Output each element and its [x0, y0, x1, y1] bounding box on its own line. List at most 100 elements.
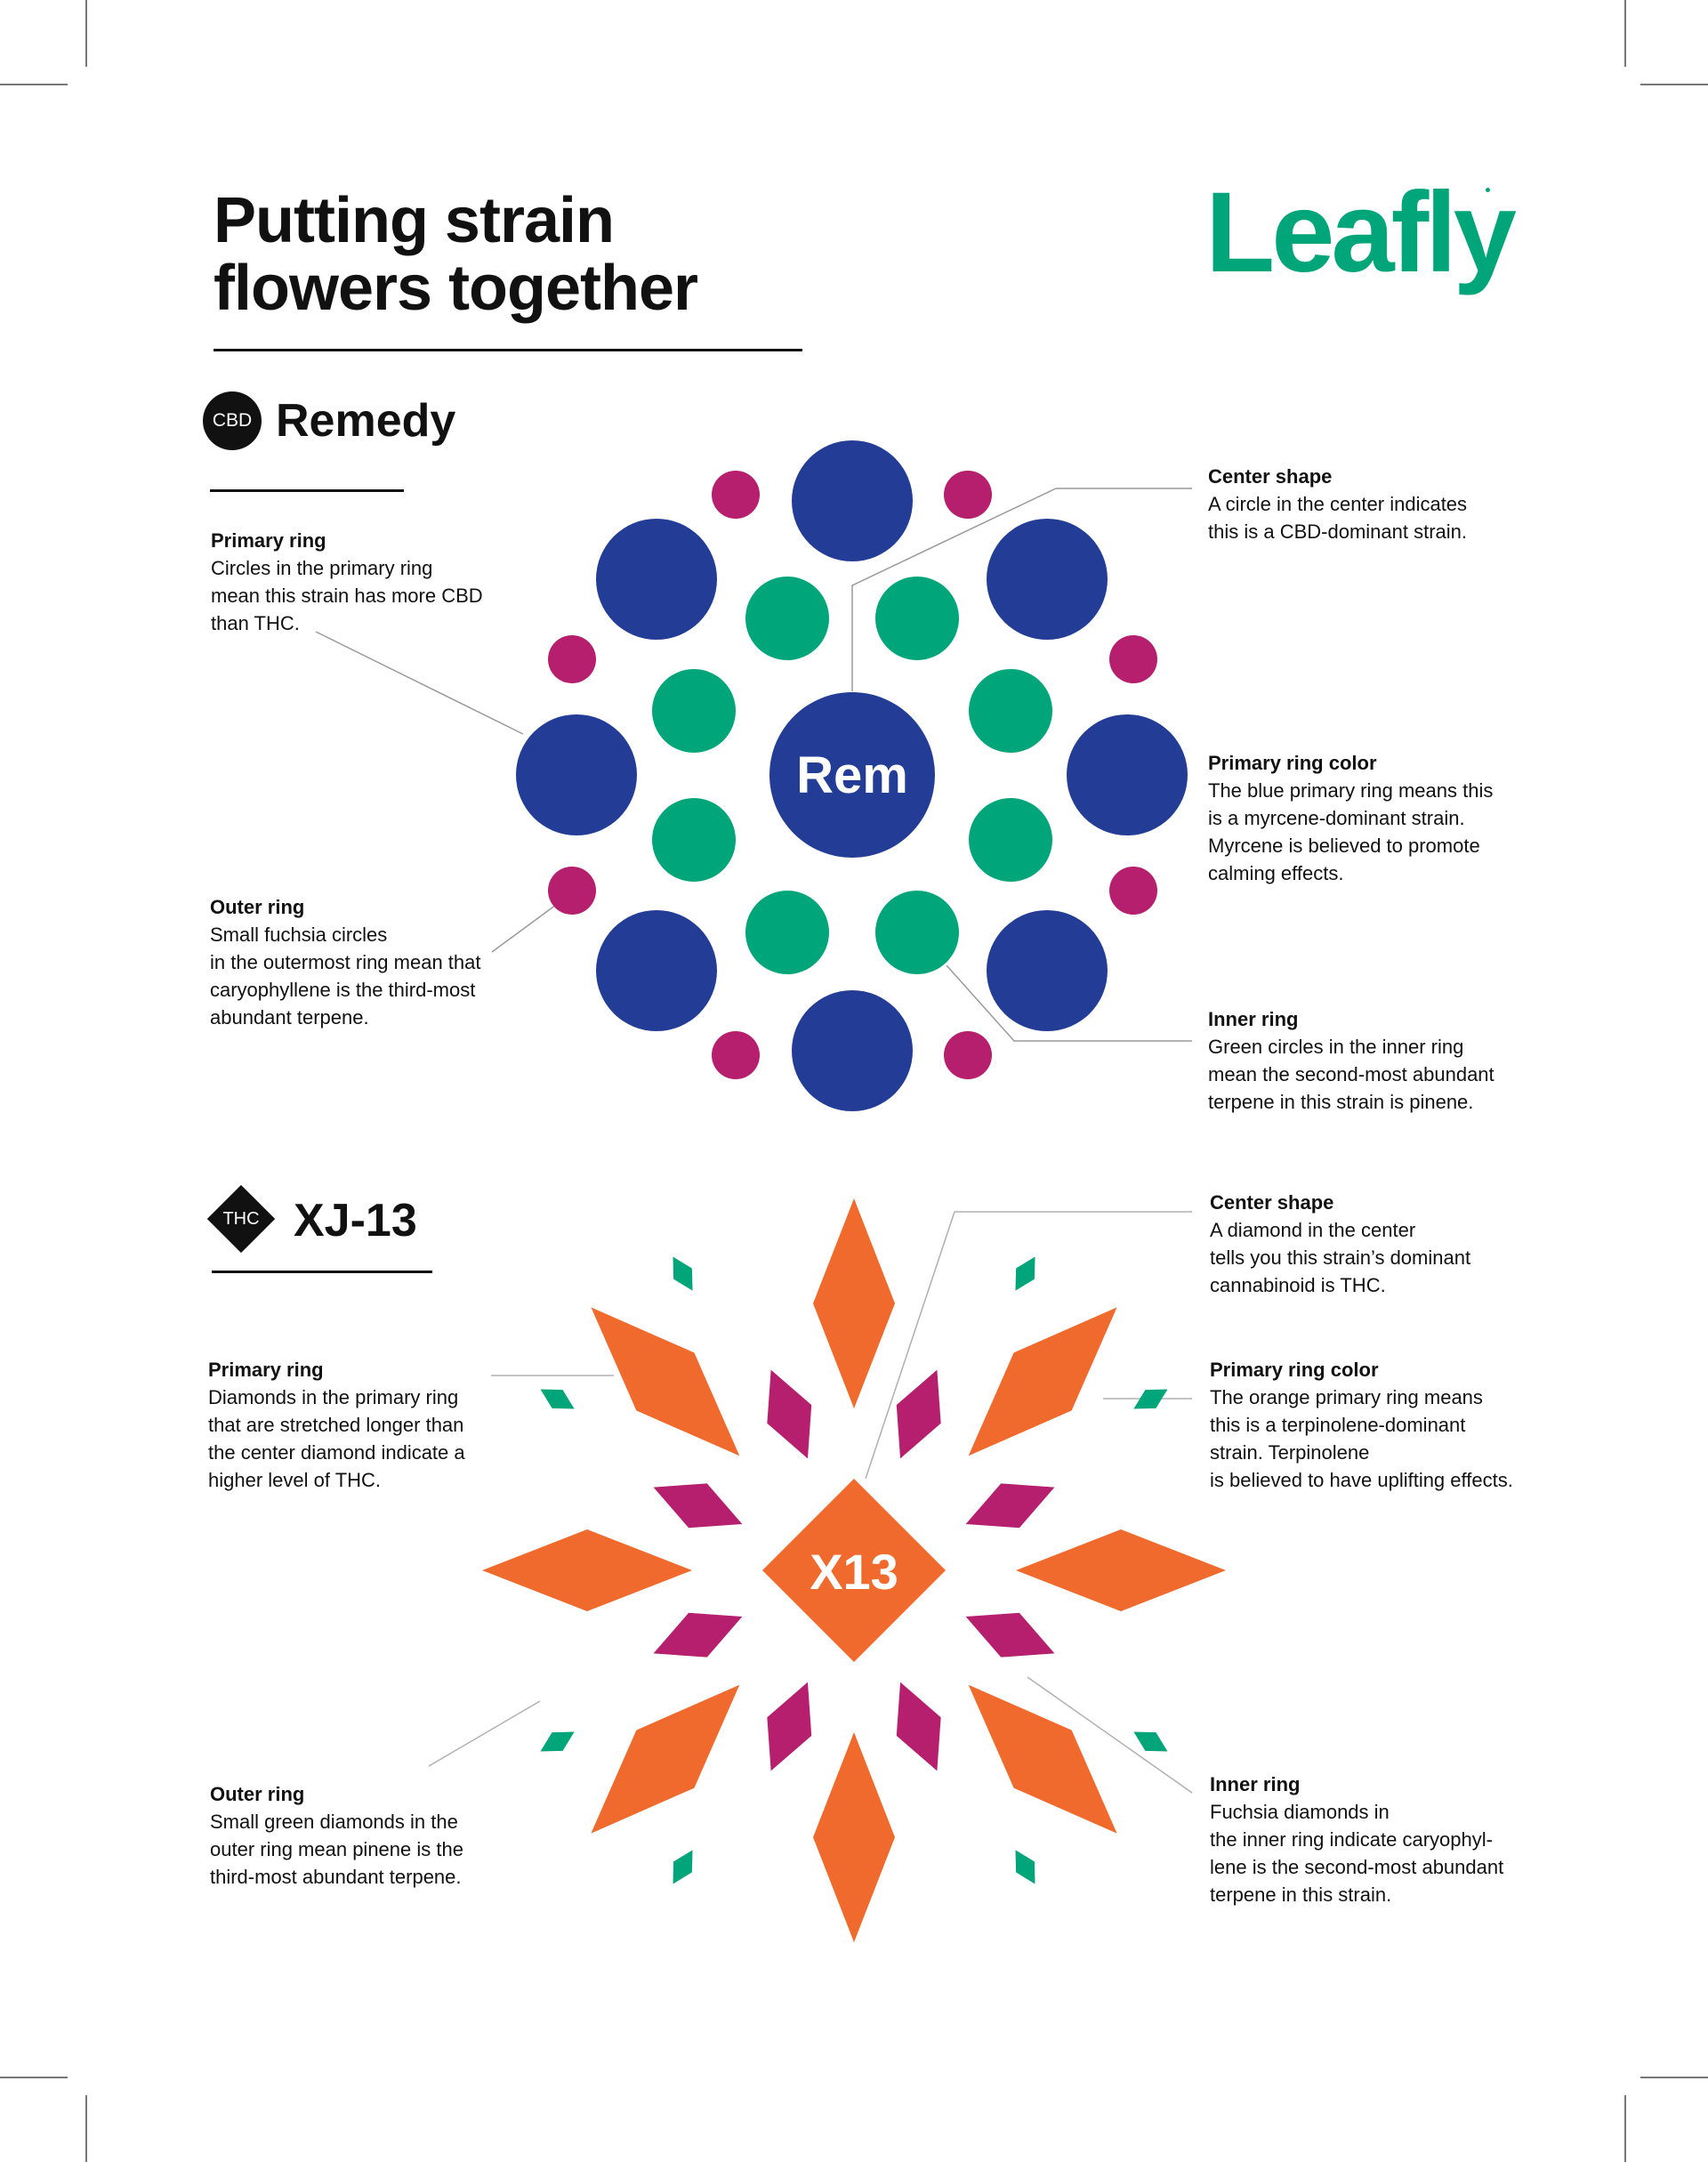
outer-green-diamond: [673, 1256, 693, 1291]
inner-fuchsia-diamond: [767, 1369, 812, 1459]
inner-fuchsia-diamond: [965, 1483, 1055, 1529]
annotation-body: A diamond in the center tells you this s…: [1210, 1219, 1471, 1296]
outer-green-diamond: [1133, 1389, 1168, 1409]
primary-orange-diamond: [482, 1529, 692, 1611]
remedy-flower: Rem: [516, 440, 1188, 1111]
primary-blue-circle: [792, 440, 913, 561]
remedy-inner-ring: [652, 577, 1052, 974]
inner-green-circle: [875, 891, 959, 974]
remedy-outer-ring: [548, 471, 1157, 1079]
cbd-badge: CBD: [203, 391, 262, 450]
xj13-outer-ring: [540, 1256, 1168, 1884]
annotation-title: Primary ring color: [1208, 752, 1377, 774]
primary-orange-diamond: [968, 1684, 1117, 1834]
annotation-body: Circles in the primary ring mean this st…: [211, 557, 483, 634]
remedy-annotation-center-shape: Center shape A circle in the center indi…: [1208, 463, 1564, 545]
crop-mark: [85, 2095, 87, 2162]
outer-green-diamond: [1015, 1256, 1035, 1291]
xj13-annotation-center-shape: Center shape A diamond in the center tel…: [1210, 1189, 1566, 1299]
inner-green-circle: [969, 798, 1052, 882]
annotation-body: The orange primary ring means this is a …: [1210, 1386, 1513, 1491]
logo-registered-mark: [1486, 188, 1490, 192]
primary-orange-diamond: [1016, 1529, 1226, 1611]
leader-line: [851, 488, 1192, 691]
xj13-annotation-outer-ring: Outer ring Small green diamonds in the o…: [210, 1780, 530, 1891]
page-title-line2: flowers together: [214, 253, 698, 324]
inner-green-circle: [652, 798, 736, 882]
crop-mark: [1640, 84, 1708, 85]
title-divider: [214, 349, 802, 351]
annotation-title: Inner ring: [1208, 1008, 1299, 1030]
outer-green-diamond: [1015, 1850, 1035, 1884]
outer-fuchsia-circle: [1109, 635, 1157, 683]
crop-mark: [1624, 2095, 1626, 2162]
inner-green-circle: [745, 891, 829, 974]
primary-blue-circle: [596, 519, 717, 640]
leader-line: [946, 964, 1192, 1042]
annotation-title: Center shape: [1208, 465, 1333, 488]
primary-orange-diamond: [813, 1198, 895, 1408]
inner-fuchsia-diamond: [965, 1612, 1055, 1658]
remedy-divider: [210, 489, 404, 492]
remedy-primary-ring: [516, 440, 1188, 1111]
annotation-title: Inner ring: [1210, 1773, 1301, 1795]
crop-mark: [85, 0, 87, 67]
inner-fuchsia-diamond: [653, 1483, 743, 1529]
inner-fuchsia-diamond: [653, 1612, 743, 1658]
outer-fuchsia-circle: [944, 471, 992, 519]
annotation-body: A circle in the center indicates this is…: [1208, 493, 1468, 543]
xj13-leader-lines: [428, 1211, 1193, 1794]
annotation-title: Primary ring: [211, 529, 326, 552]
xj13-center-diamond: [762, 1479, 946, 1662]
xj13-annotation-inner-ring: Inner ring Fuchsia diamonds in the inner…: [1210, 1771, 1592, 1908]
inner-fuchsia-diamond: [767, 1682, 812, 1771]
primary-orange-diamond: [591, 1684, 740, 1834]
crop-mark: [0, 2077, 68, 2078]
inner-green-circle: [969, 669, 1052, 753]
inner-green-circle: [652, 669, 736, 753]
leader-line: [315, 631, 524, 735]
remedy-center-circle: [769, 692, 935, 858]
primary-blue-circle: [1067, 714, 1188, 835]
thc-badge-label: THC: [222, 1208, 260, 1229]
leader-line: [865, 1211, 1192, 1480]
annotation-body: Small fuchsia circles in the outermost r…: [210, 924, 481, 1029]
primary-orange-diamond: [591, 1307, 740, 1456]
outer-fuchsia-circle: [548, 867, 596, 915]
inner-fuchsia-diamond: [896, 1369, 941, 1459]
remedy-center-label: Rem: [796, 746, 908, 804]
inner-fuchsia-diamond: [896, 1682, 941, 1771]
crop-mark: [1624, 0, 1626, 67]
xj13-inner-ring: [653, 1369, 1055, 1771]
leader-line: [428, 1700, 541, 1767]
annotation-title: Outer ring: [210, 896, 305, 918]
annotation-title: Center shape: [1210, 1191, 1334, 1214]
annotation-body: Small green diamonds in the outer ring m…: [210, 1811, 463, 1888]
outer-fuchsia-circle: [1109, 867, 1157, 915]
crop-mark: [0, 84, 68, 85]
inner-green-circle: [875, 577, 959, 660]
primary-blue-circle: [987, 910, 1108, 1031]
page-title-line1: Putting strain: [214, 185, 615, 256]
leafly-logo: Leafly: [1205, 169, 1517, 296]
primary-orange-diamond: [813, 1732, 895, 1942]
outer-fuchsia-circle: [712, 1031, 760, 1079]
xj13-divider: [212, 1271, 432, 1273]
xj13-strain-name: XJ-13: [294, 1195, 417, 1246]
thc-badge: THC: [206, 1184, 276, 1254]
remedy-annotation-inner-ring: Inner ring Green circles in the inner ri…: [1208, 1005, 1564, 1116]
remedy-annotation-primary-ring-color: Primary ring color The blue primary ring…: [1208, 749, 1564, 887]
leader-line: [1027, 1676, 1193, 1794]
primary-blue-circle: [792, 990, 913, 1111]
remedy-annotation-outer-ring: Outer ring Small fuchsia circles in the …: [210, 893, 530, 1031]
outer-fuchsia-circle: [712, 471, 760, 519]
outer-green-diamond: [1133, 1731, 1168, 1752]
remedy-strain-name: Remedy: [276, 395, 456, 447]
xj13-center-label: X13: [810, 1544, 898, 1600]
primary-orange-diamond: [968, 1307, 1117, 1456]
xj13-annotation-primary-ring: Primary ring Diamonds in the primary rin…: [208, 1356, 528, 1494]
annotation-body: Fuchsia diamonds in the inner ring indic…: [1210, 1801, 1504, 1906]
xj13-flower: X13: [482, 1198, 1226, 1942]
outer-fuchsia-circle: [944, 1031, 992, 1079]
annotation-body: The blue primary ring means this is a my…: [1208, 779, 1494, 884]
